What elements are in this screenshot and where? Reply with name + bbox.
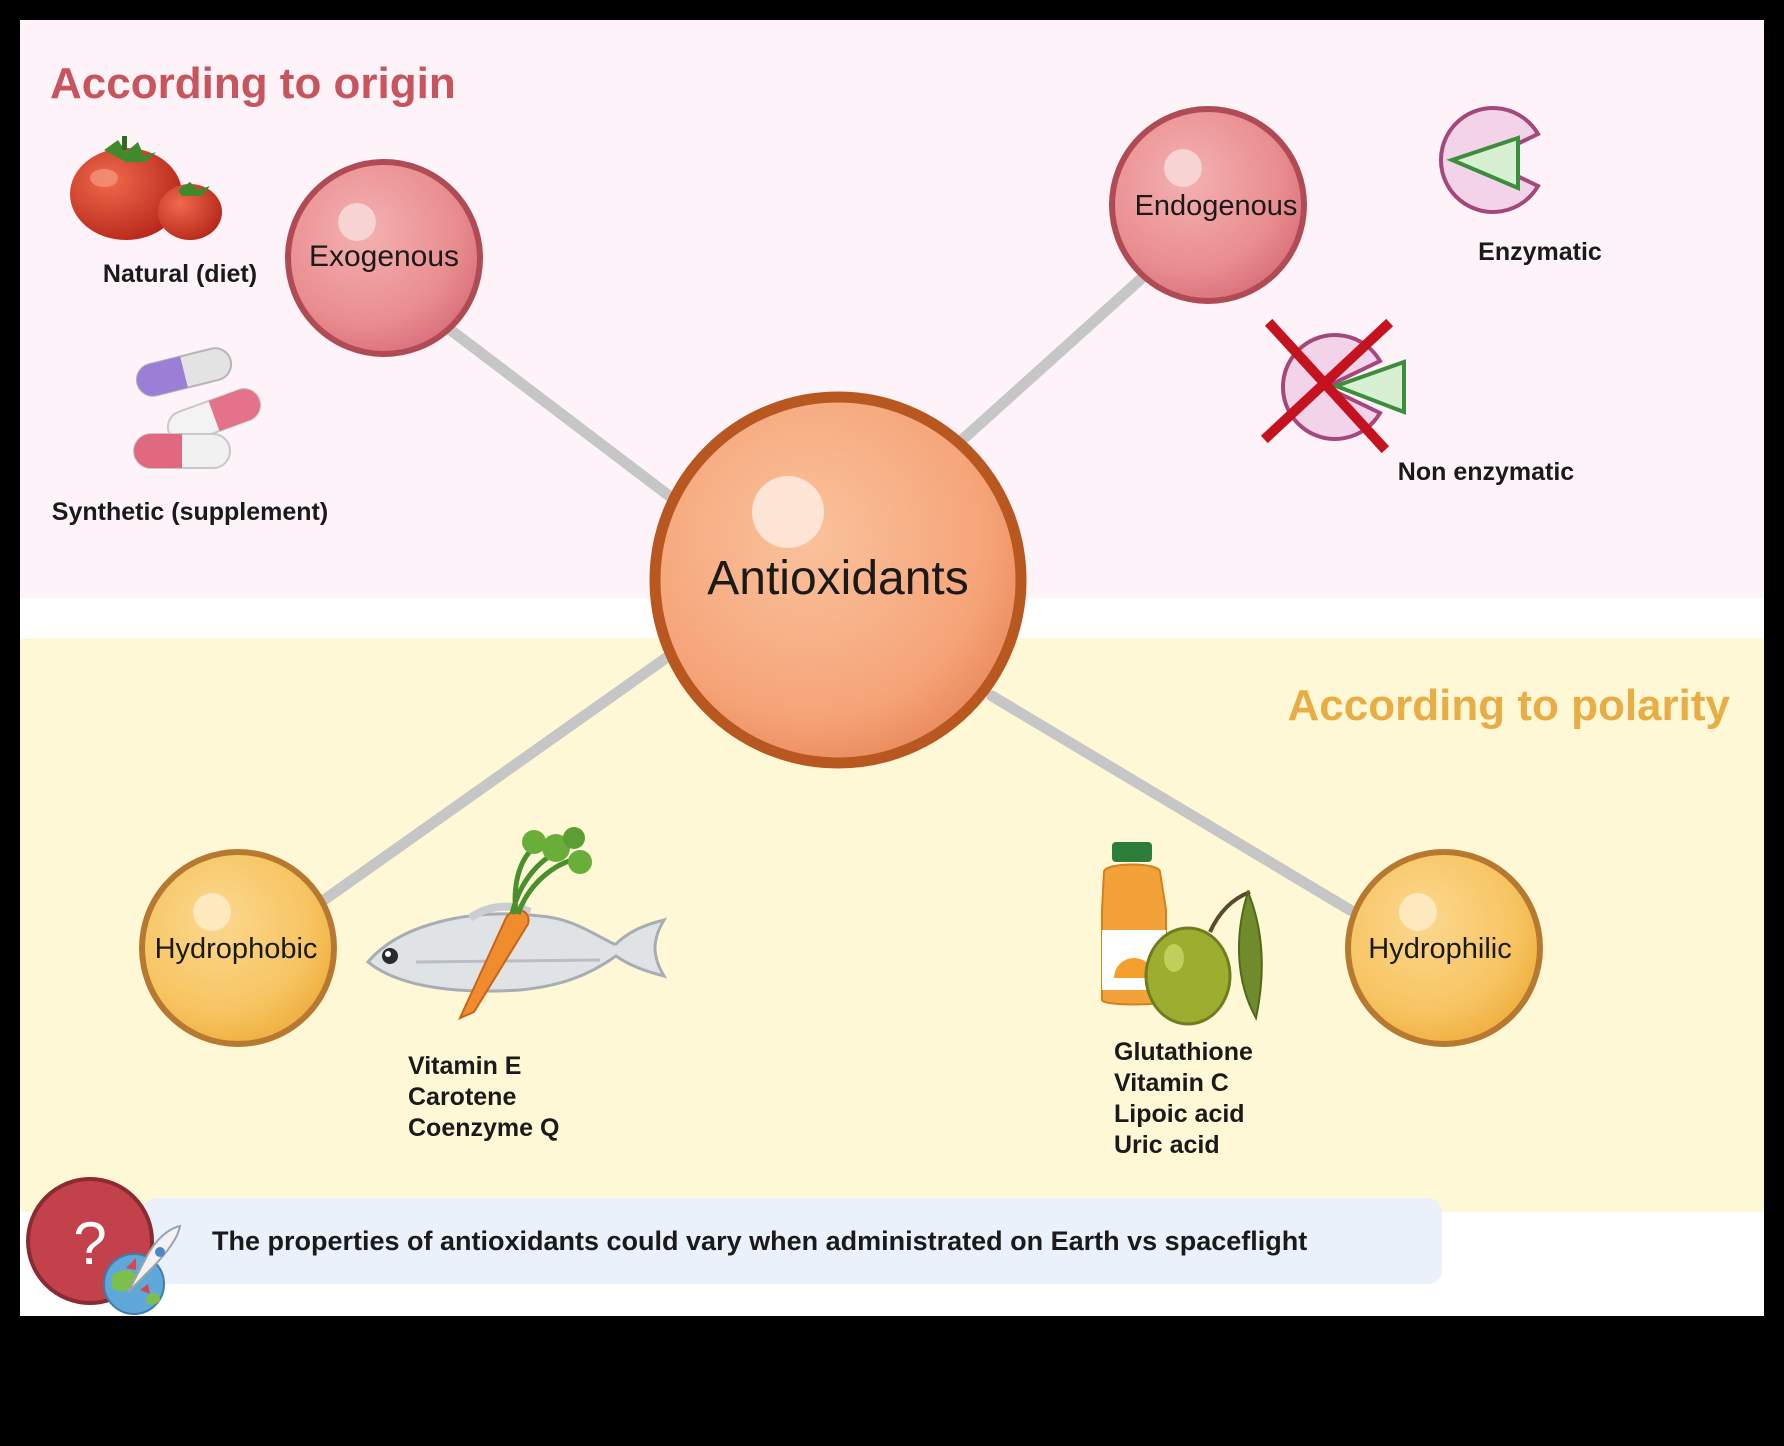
- antioxidants-label: Antioxidants: [707, 552, 969, 605]
- hydrophilic-node: Hydrophilic: [1345, 849, 1543, 1047]
- hydrophobic-examples: Vitamin E Carotene Coenzyme Q: [408, 1052, 559, 1142]
- non-enzymatic-icon: [1260, 318, 1406, 454]
- connector-hydrophobic: [318, 652, 672, 906]
- hydrophilic-examples: Glutathione Vitamin C Lipoic acid Uric a…: [1114, 1038, 1260, 1159]
- hydrophilic-label: Hydrophilic: [1368, 933, 1511, 965]
- origin-section-title: According to origin: [50, 59, 456, 108]
- hydrophobic-example-item: Coenzyme Q: [408, 1114, 559, 1142]
- connector-exogenous: [442, 322, 678, 504]
- tomato-icon: [70, 136, 222, 240]
- endogenous-node: Endogenous: [1109, 106, 1307, 304]
- question-mark-glyph: ?: [73, 1210, 106, 1277]
- antioxidants-node: Antioxidants: [649, 391, 1027, 769]
- hydrophobic-node: Hydrophobic: [139, 849, 337, 1047]
- hydrophilic-example-item: Glutathione: [1114, 1038, 1253, 1066]
- rocket-icon: [126, 1224, 182, 1294]
- non-enzymatic-caption: Non enzymatic: [1398, 458, 1575, 486]
- exogenous-label: Exogenous: [309, 240, 459, 273]
- note-bar: [142, 1198, 1442, 1284]
- hydrophobic-label: Hydrophobic: [155, 933, 318, 965]
- hydrophilic-example-item: Uric acid: [1114, 1131, 1220, 1159]
- fish-icon: [365, 902, 668, 993]
- endogenous-label: Endogenous: [1135, 190, 1298, 222]
- polarity-section-title: According to polarity: [1288, 681, 1731, 730]
- connectors: [318, 272, 1356, 916]
- olive-icon: [1144, 889, 1263, 1026]
- exogenous-node: Exogenous: [285, 159, 483, 357]
- hydrophilic-example-item: Vitamin C: [1114, 1069, 1229, 1097]
- enzymatic-caption: Enzymatic: [1478, 238, 1602, 266]
- capsule-pill-icon: [133, 347, 262, 469]
- enzyme-pacman-icon: [1438, 106, 1541, 214]
- carrot-icon: [458, 827, 592, 1020]
- connector-hydrophilic: [986, 690, 1356, 916]
- connector-endogenous: [956, 272, 1148, 446]
- red-x-icon: [1260, 318, 1394, 454]
- hydrophobic-example-item: Carotene: [408, 1083, 516, 1111]
- hydrophobic-example-item: Vitamin E: [408, 1052, 521, 1080]
- note-text: The properties of antioxidants could var…: [212, 1226, 1307, 1256]
- hydrophilic-example-item: Lipoic acid: [1114, 1100, 1245, 1128]
- natural-diet-caption: Natural (diet): [103, 260, 257, 288]
- synthetic-supplement-caption: Synthetic (supplement): [52, 498, 328, 526]
